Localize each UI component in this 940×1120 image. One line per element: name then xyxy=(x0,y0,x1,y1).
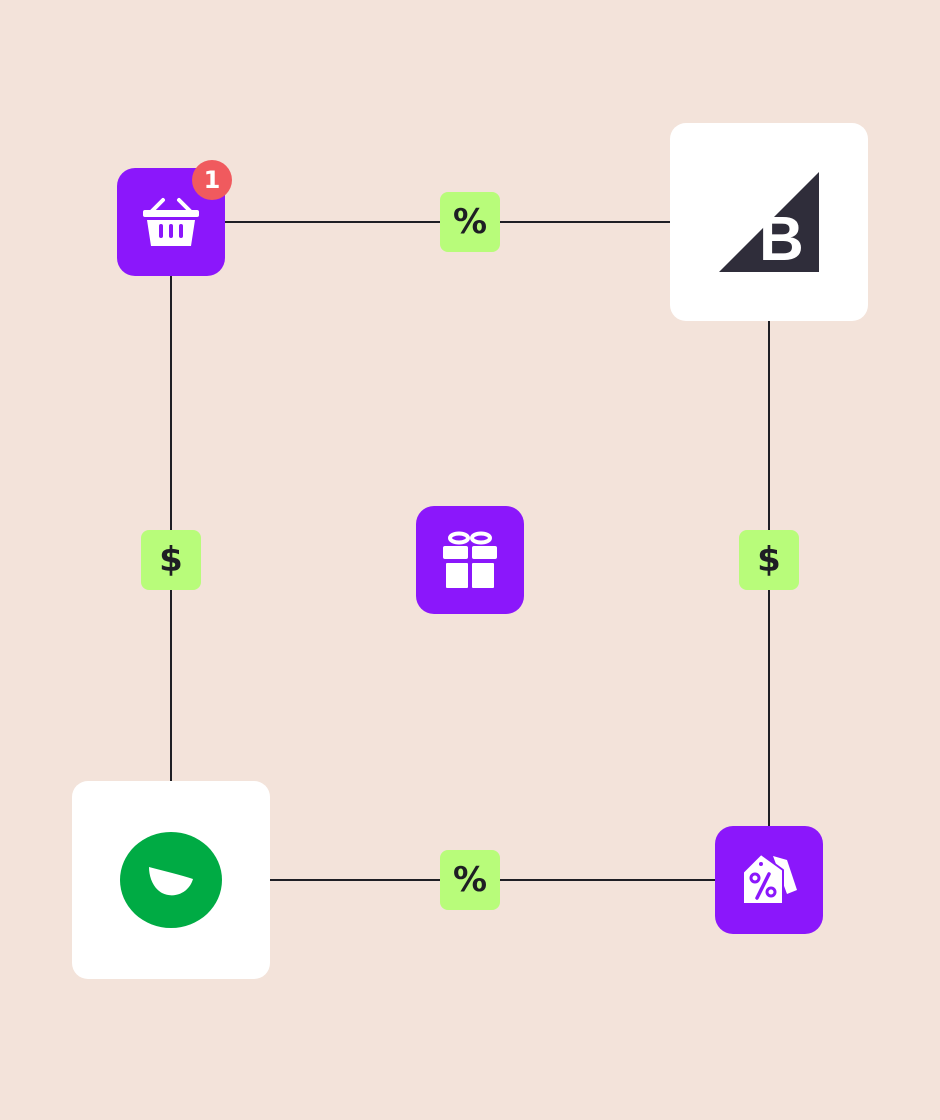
discount-tag-icon xyxy=(742,853,797,905)
bigcommerce-node[interactable]: B xyxy=(670,123,868,321)
percent-chip-top: % xyxy=(440,192,500,252)
svg-text:B: B xyxy=(759,205,804,272)
bigcommerce-logo: B xyxy=(719,172,819,272)
edge-left xyxy=(170,276,172,781)
gift-node[interactable] xyxy=(416,506,524,614)
dollar-chip-left: $ xyxy=(141,530,201,590)
percent-chip-bottom: % xyxy=(440,850,500,910)
shopify-node[interactable] xyxy=(72,781,270,979)
basket-icon xyxy=(143,198,199,246)
discount-tag-node[interactable] xyxy=(715,826,823,934)
dollar-chip-right: $ xyxy=(739,530,799,590)
gift-icon xyxy=(443,531,497,588)
notification-badge: 1 xyxy=(192,160,232,200)
green-blob-logo xyxy=(120,832,222,928)
